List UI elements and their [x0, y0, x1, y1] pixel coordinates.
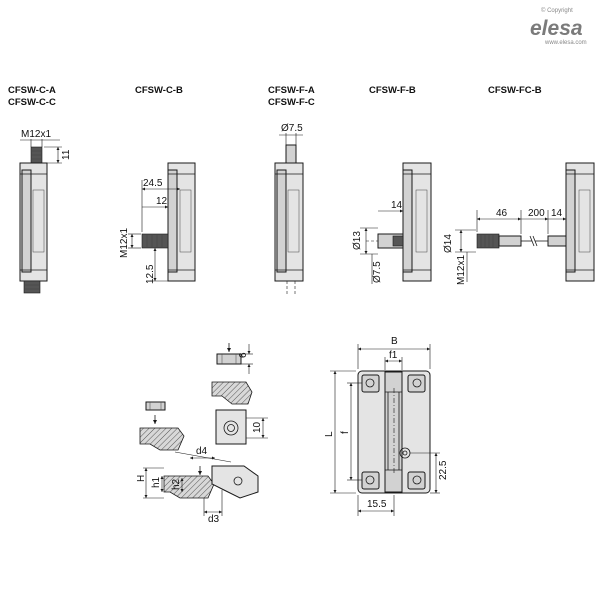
dim-22-5: 22.5 — [438, 460, 449, 480]
view-cfsw-f-b: 14 Ø13 Ø7.5 — [352, 162, 432, 284]
installation-detail: 6 10 d4 H h1 h2 — [136, 343, 268, 525]
title-cfsw-c-a: CFSW-C-A — [8, 85, 56, 96]
dim-h1: h1 — [151, 476, 162, 488]
dim-6: 6 — [238, 352, 249, 358]
variant-titles: CFSW-C-A CFSW-C-C CFSW-C-B CFSW-F-A CFSW… — [8, 85, 542, 108]
dim-14-fc: 14 — [551, 208, 563, 219]
dim-phi7-5-top: Ø7.5 — [281, 123, 303, 134]
dim-h2: h2 — [171, 478, 182, 490]
dim-L: L — [324, 431, 335, 437]
title-cfsw-c-c: CFSW-C-C — [8, 97, 56, 108]
front-view: B f1 L f 22.5 15.5 — [324, 336, 449, 516]
view-cfsw-fc-b: 46 200 14 Ø14 M12x1 — [443, 162, 595, 285]
title-cfsw-f-c: CFSW-F-C — [268, 97, 315, 108]
dim-m12x1-fc: M12x1 — [456, 255, 467, 285]
dim-d4: d4 — [196, 446, 208, 457]
dim-phi13: Ø13 — [352, 231, 363, 250]
dim-24-5: 24.5 — [143, 178, 163, 189]
title-cfsw-c-b: CFSW-C-B — [135, 85, 183, 96]
elesa-logo: elesa — [530, 17, 583, 40]
dim-phi14: Ø14 — [443, 234, 454, 253]
dim-d3: d3 — [208, 514, 220, 525]
title-cfsw-f-a: CFSW-F-A — [268, 85, 315, 96]
dim-f1: f1 — [389, 350, 398, 361]
dim-10: 10 — [252, 421, 263, 433]
brand-block: © Copyright elesa www.elesa.com — [530, 7, 587, 46]
dim-m12x1-side: M12x1 — [119, 228, 130, 258]
view-cfsw-f-a: Ø7.5 — [274, 123, 304, 296]
dim-12: 12 — [156, 196, 168, 207]
dim-12-5: 12.5 — [145, 264, 156, 284]
dim-14-fb: 14 — [391, 200, 403, 211]
dim-200: 200 — [528, 208, 545, 219]
copyright-text: © Copyright — [541, 7, 573, 14]
dim-phi7-5-side: Ø7.5 — [372, 261, 383, 283]
view-cfsw-c-a: M12x1 11 — [19, 129, 72, 294]
title-cfsw-f-b: CFSW-F-B — [369, 85, 416, 96]
title-cfsw-fc-b: CFSW-FC-B — [488, 85, 542, 96]
dim-11: 11 — [61, 149, 72, 160]
dim-15-5: 15.5 — [367, 499, 387, 510]
dim-46: 46 — [496, 208, 508, 219]
view-cfsw-c-b: 24.5 12 M12x1 12.5 — [119, 162, 196, 284]
dim-f: f — [340, 431, 351, 434]
brand-url: www.elesa.com — [544, 40, 587, 46]
dim-m12x1-top: M12x1 — [21, 129, 51, 140]
dim-H: H — [136, 475, 147, 482]
dim-B: B — [391, 336, 398, 347]
